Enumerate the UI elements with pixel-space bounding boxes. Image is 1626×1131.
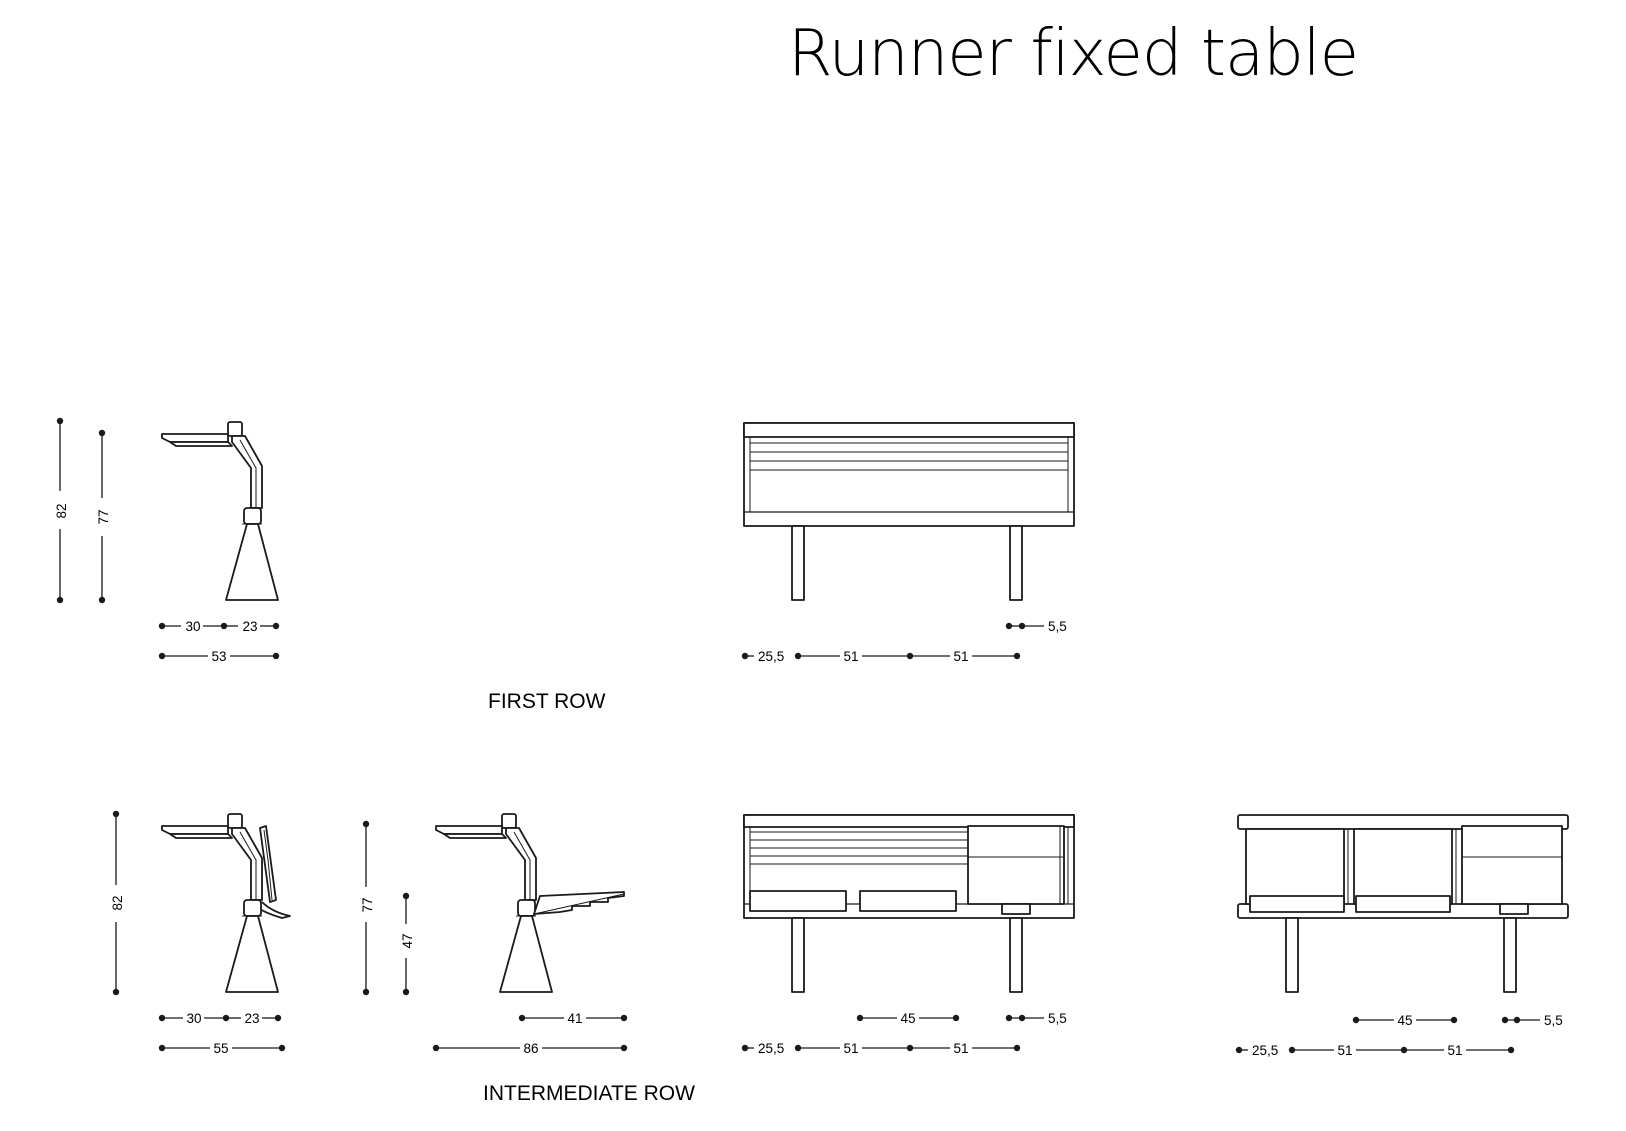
dim-label: 23 [242, 619, 257, 634]
dim-label: 45 [900, 1011, 915, 1026]
dim-label: 51 [953, 649, 968, 664]
dim-label: 51 [953, 1041, 968, 1056]
dim-label: 53 [211, 649, 226, 664]
dim-label: 86 [523, 1041, 538, 1056]
ir-side-dims: 82 30 23 55 [110, 810, 286, 1056]
fr-front-dims: 5,5 25,5 51 51 [741, 619, 1067, 664]
dim-label: 23 [244, 1011, 259, 1026]
dim-label: 25,5 [758, 1041, 784, 1056]
dim-label: 41 [567, 1011, 582, 1026]
intermediate-row-back-view [1237, 814, 1569, 993]
dim-label: 51 [1447, 1043, 1462, 1058]
dim-label: 25,5 [758, 649, 784, 664]
dim-label: 55 [213, 1041, 228, 1056]
dim-label: 5,5 [1048, 619, 1067, 634]
dim-label: 77 [96, 509, 111, 524]
fr-side-width-dims: 30 23 53 [158, 619, 280, 664]
intermediate-row-front-view [743, 814, 1075, 993]
dim-label: 51 [843, 649, 858, 664]
dim-label: 82 [54, 503, 69, 518]
page-title: Runner fixed table [788, 17, 1358, 91]
ir-open-dims: 77 47 41 86 [360, 820, 628, 1056]
fr-side-height-dims: 82 77 [54, 417, 111, 604]
first-row-front-view [743, 422, 1075, 601]
dim-label: 77 [360, 897, 375, 912]
dim-label: 30 [185, 619, 200, 634]
section-label-first-row: FIRST ROW [488, 690, 606, 713]
ir-back-dims: 45 5,5 25,5 51 51 [1235, 1013, 1563, 1058]
dim-label: 51 [1337, 1043, 1352, 1058]
dim-label: 5,5 [1544, 1013, 1563, 1028]
intermediate-row-open-seat-view [435, 813, 625, 993]
first-row-side-view [161, 421, 279, 601]
intermediate-row-side-view [161, 813, 291, 993]
dim-label: 51 [843, 1041, 858, 1056]
section-label-intermediate-row: INTERMEDIATE ROW [483, 1082, 695, 1105]
dim-label: 30 [186, 1011, 201, 1026]
dim-label: 5,5 [1048, 1011, 1067, 1026]
ir-front-dims: 45 5,5 25,5 51 51 [741, 1011, 1067, 1056]
dim-label: 47 [400, 933, 415, 948]
dim-label: 82 [110, 895, 125, 910]
dim-label: 25,5 [1252, 1043, 1278, 1058]
dim-label: 45 [1397, 1013, 1412, 1028]
